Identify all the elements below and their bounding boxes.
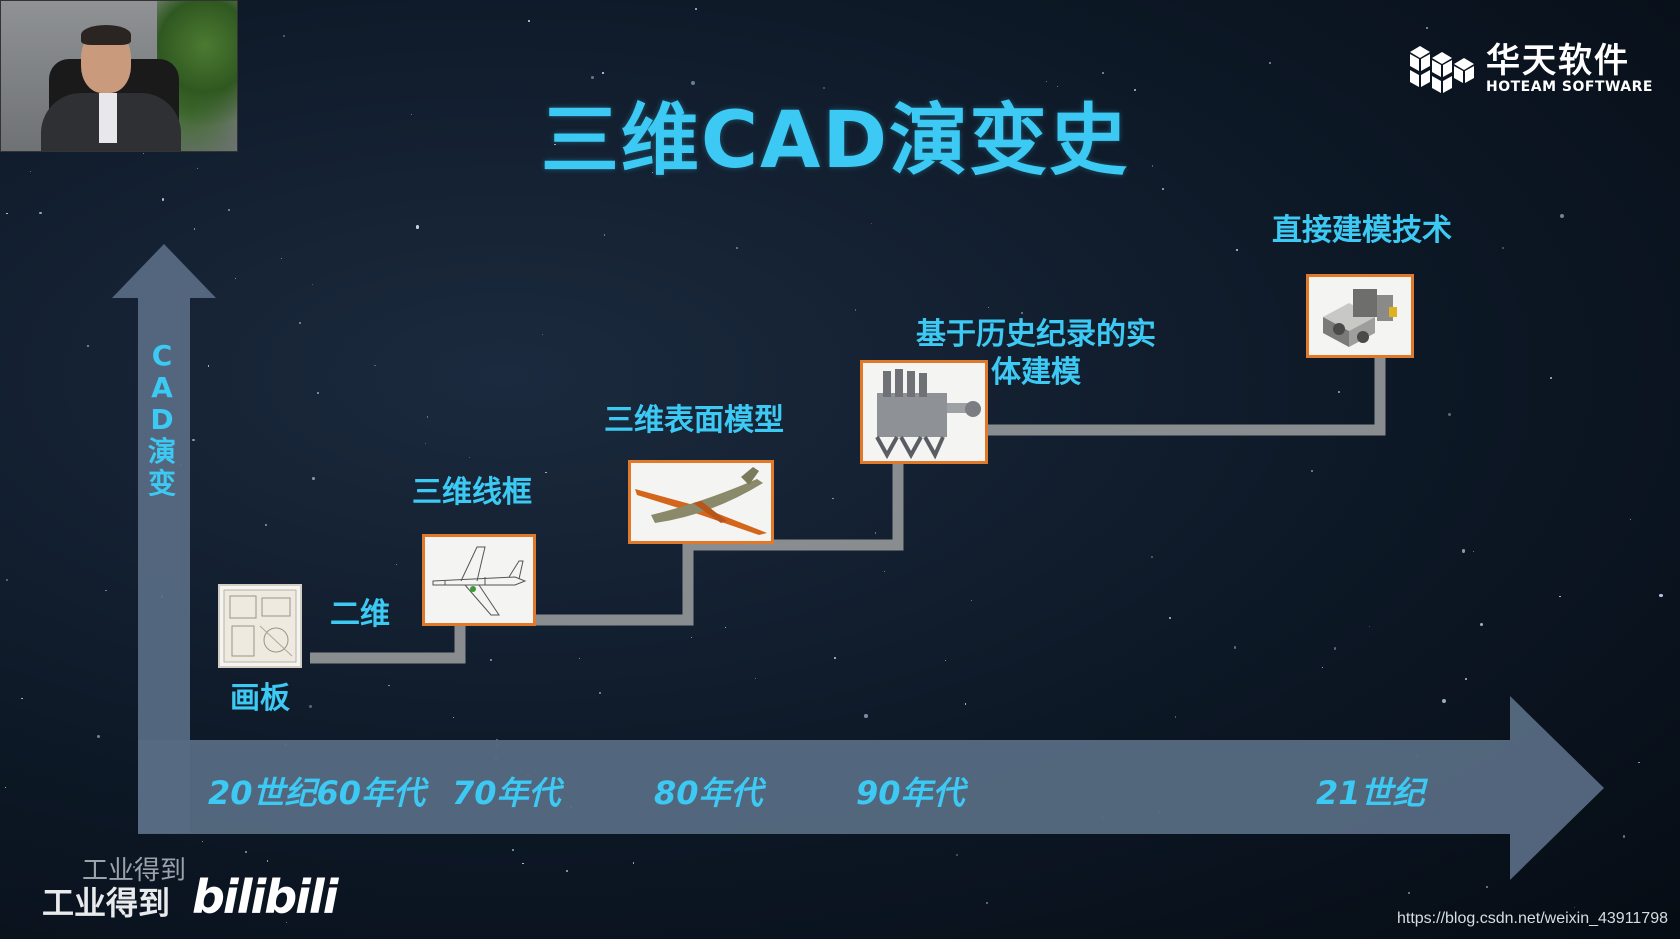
bilibili-logo: bilibili xyxy=(192,870,336,924)
stage-label-history-based-solid-modeling: 基于历史纪录的实 体建模 xyxy=(916,316,1156,392)
stage-label-3d-surface-model: 三维表面模型 xyxy=(604,402,784,440)
stage-label-2d: 二维 xyxy=(330,596,390,634)
surface-airplane-icon xyxy=(628,460,774,544)
era-label-1970s: 70年代 xyxy=(452,768,561,814)
drawing-board-icon xyxy=(218,584,302,668)
era-label-1980s: 80年代 xyxy=(654,768,763,814)
era-label-1960s: 20世纪60年代 xyxy=(208,768,425,814)
stage-label-direct-modeling: 直接建模技术 xyxy=(1272,212,1452,250)
era-label-1990s: 90年代 xyxy=(856,768,965,814)
stage-label-drawing-board: 画板 xyxy=(230,680,290,718)
channel-watermark: 工业得到 xyxy=(42,878,170,924)
source-url: https://blog.csdn.net/weixin_43911798 xyxy=(1397,910,1668,928)
stage-label-line2: 体建模 xyxy=(916,354,1156,392)
wireframe-airplane-icon xyxy=(422,534,536,626)
stage-label-line1: 基于历史纪录的实 xyxy=(916,316,1156,354)
direct-model-part-icon xyxy=(1306,274,1414,358)
y-axis-label: C A D 演 变 xyxy=(144,340,180,500)
era-label-21st-century: 21世纪 xyxy=(1316,768,1425,814)
stage-label-3d-wireframe: 三维线框 xyxy=(412,474,532,512)
